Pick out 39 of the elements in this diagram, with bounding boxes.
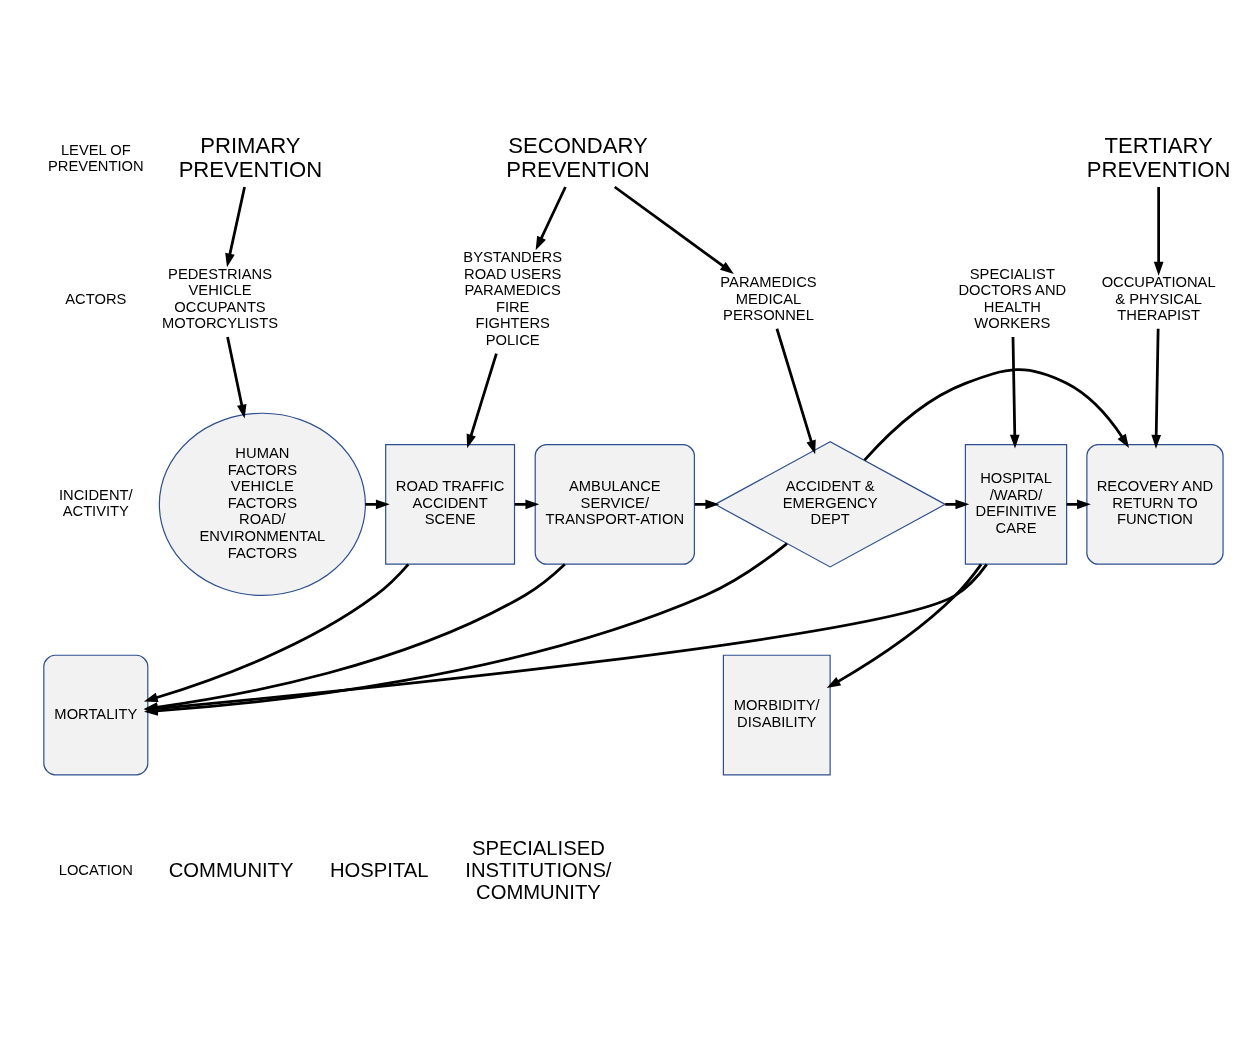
node-box: MORBIDITY/ DISABILITY	[722, 654, 831, 776]
arrow	[1153, 187, 1164, 276]
arrow	[945, 499, 970, 510]
arrow	[535, 186, 567, 251]
arrow	[1151, 328, 1162, 449]
label: LEVEL OF PREVENTION	[47, 141, 144, 175]
node-box: HOSPITAL /WARD/ DEFINITIVE CARE	[964, 443, 1068, 565]
arrow	[826, 563, 983, 689]
node-text: PRIMARY PREVENTION	[178, 133, 323, 182]
arrow	[365, 499, 390, 510]
arrow	[226, 336, 247, 419]
arrow	[1066, 499, 1091, 510]
label: SPECIALISED INSTITUTIONS/ COMMUNITY	[465, 836, 612, 903]
node-box: MORTALITY	[43, 654, 149, 776]
label: ACTORS	[65, 290, 127, 307]
node-box: RECOVERY AND RETURN TO FUNCTION	[1086, 443, 1224, 565]
arrow	[143, 563, 410, 703]
arrow	[694, 499, 720, 510]
node-text: BYSTANDERS ROAD USERS PARAMEDICS FIRE FIGHTERS POLICE	[463, 249, 563, 348]
arrow	[466, 353, 498, 449]
node-text: SPECIALIST DOCTORS AND HEALTH WORKERS	[958, 265, 1067, 332]
node-box: ROAD TRAFFIC ACCIDENT SCENE	[385, 443, 516, 565]
node-box: AMBULANCE SERVICE/ TRANSPORT-ATION	[534, 443, 695, 565]
arrow	[1009, 336, 1020, 449]
label: COMMUNITY	[168, 858, 294, 881]
arrow	[775, 328, 816, 455]
node-text: PEDESTRIANS VEHICLE OCCUPANTS MOTORCYLISTS	[162, 265, 278, 332]
arrow	[225, 186, 246, 268]
node-text: SECONDARY PREVENTION	[506, 133, 650, 182]
label: LOCATION	[58, 862, 133, 879]
label: HOSPITAL	[329, 858, 429, 881]
label: INCIDENT/ ACTIVITY	[59, 486, 133, 520]
node-text: TERTIARY PREVENTION	[1086, 133, 1231, 182]
arrow	[514, 499, 540, 510]
node-text: PARAMEDICS MEDICAL PERSONNEL	[720, 274, 817, 324]
arrow	[863, 368, 1130, 462]
node-ellipse: HUMAN FACTORS VEHICLE FACTORS ROAD/ ENVIRONMENTAL FACTORS	[158, 412, 366, 597]
arrow	[613, 185, 734, 274]
node-text: OCCUPATIONAL & PHYSICAL THERAPIST	[1101, 274, 1216, 324]
